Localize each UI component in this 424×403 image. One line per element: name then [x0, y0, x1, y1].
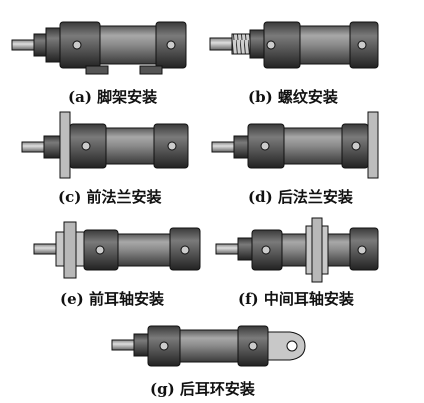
- caption-a: (a) 脚架安装: [68, 88, 158, 106]
- caption-f: (f) 中间耳轴安装: [238, 290, 354, 308]
- front-flange-plate: [59, 111, 71, 179]
- caption-g: (g) 后耳环安装: [150, 380, 255, 398]
- cylinder-barrel: [99, 25, 157, 65]
- caption-c: (c) 前法兰安装: [58, 188, 162, 206]
- clevis-hole-icon: [286, 340, 298, 352]
- cylinder-f-middle-trunnion: [215, 217, 379, 283]
- caption-d: (d) 后法兰安装: [248, 188, 353, 206]
- caption-e: (e) 前耳轴安装: [60, 290, 164, 308]
- caption-b: (b) 螺纹安装: [248, 88, 338, 106]
- trunnion-pin: [63, 221, 77, 279]
- cylinder-c-front-flange: [21, 111, 189, 179]
- thread-section: [231, 33, 251, 55]
- cylinder-g-rear-clevis: [111, 325, 306, 367]
- cylinder-d-rear-flange: [211, 111, 379, 179]
- cylinder-a-foot-mount: [11, 21, 187, 75]
- foot-bracket: [85, 65, 109, 75]
- piston-rod: [11, 39, 35, 51]
- cylinder-e-front-trunnion: [33, 221, 201, 279]
- rear-flange-plate: [367, 111, 379, 179]
- port-icon: [72, 40, 82, 50]
- cylinder-b-thread-mount: [209, 21, 379, 69]
